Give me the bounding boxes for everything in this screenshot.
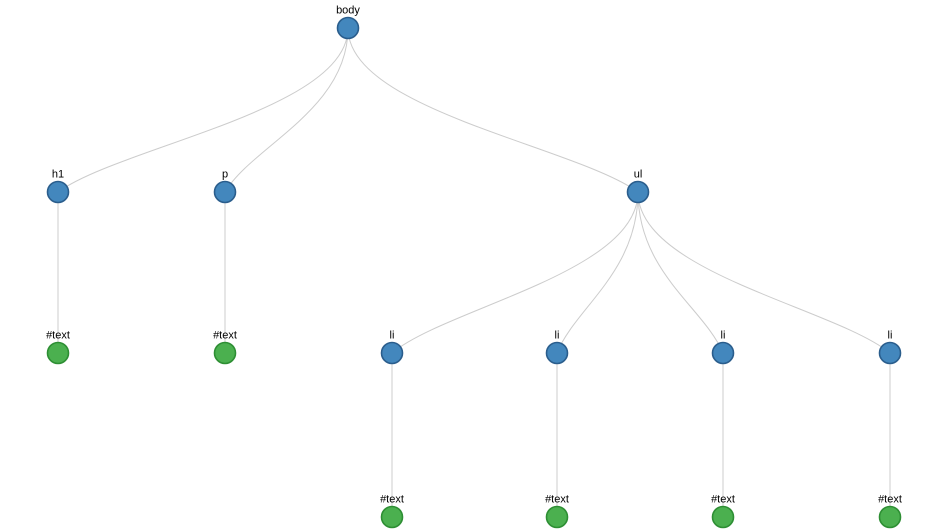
tree-node-label-li3: li [721,330,726,342]
tree-node-h1[interactable] [46,180,70,204]
tree-edge-ul-li2 [556,191,639,354]
tree-node-li1-text[interactable] [380,505,404,529]
tree-node-label-li4-text: #text [878,494,902,506]
tree-node-label-h1: h1 [52,169,64,181]
tree-node-label-li3-text: #text [711,494,735,506]
tree-node-li2-text[interactable] [545,505,569,529]
tree-node-body[interactable] [336,16,360,40]
tree-node-h1-text[interactable] [46,341,70,365]
tree-edge-body-h1 [57,27,349,193]
tree-edge-body-ul [347,27,639,193]
tree-nodes-layer [46,16,902,529]
tree-node-p-text[interactable] [213,341,237,365]
tree-node-li1[interactable] [380,341,404,365]
tree-node-label-body: body [336,5,360,17]
tree-edge-ul-li1 [391,191,639,354]
tree-edge-ul-li4 [637,191,891,354]
tree-node-li4-text[interactable] [878,505,902,529]
tree-node-label-h1-text: #text [46,330,70,342]
tree-node-label-li2: li [555,330,560,342]
tree-node-label-li1-text: #text [380,494,404,506]
tree-node-li2[interactable] [545,341,569,365]
tree-labels-layer: body h1 p ul #text #text li li li li #text #text #te… [46,5,902,506]
tree-edge-ul-li3 [637,191,724,354]
tree-node-label-li2-text: #text [545,494,569,506]
tree-edges-layer [57,27,891,517]
tree-node-li3[interactable] [711,341,735,365]
tree-node-label-ul: ul [634,169,643,181]
tree-edge-body-p [224,27,349,193]
tree-node-label-p: p [222,169,228,181]
tree-node-li4[interactable] [878,341,902,365]
tree-node-label-li1: li [390,330,395,342]
tree-node-p[interactable] [213,180,237,204]
tree-node-li3-text[interactable] [711,505,735,529]
tree-node-label-li4: li [888,330,893,342]
tree-node-label-p-text: #text [213,330,237,342]
tree-node-ul[interactable] [626,180,650,204]
